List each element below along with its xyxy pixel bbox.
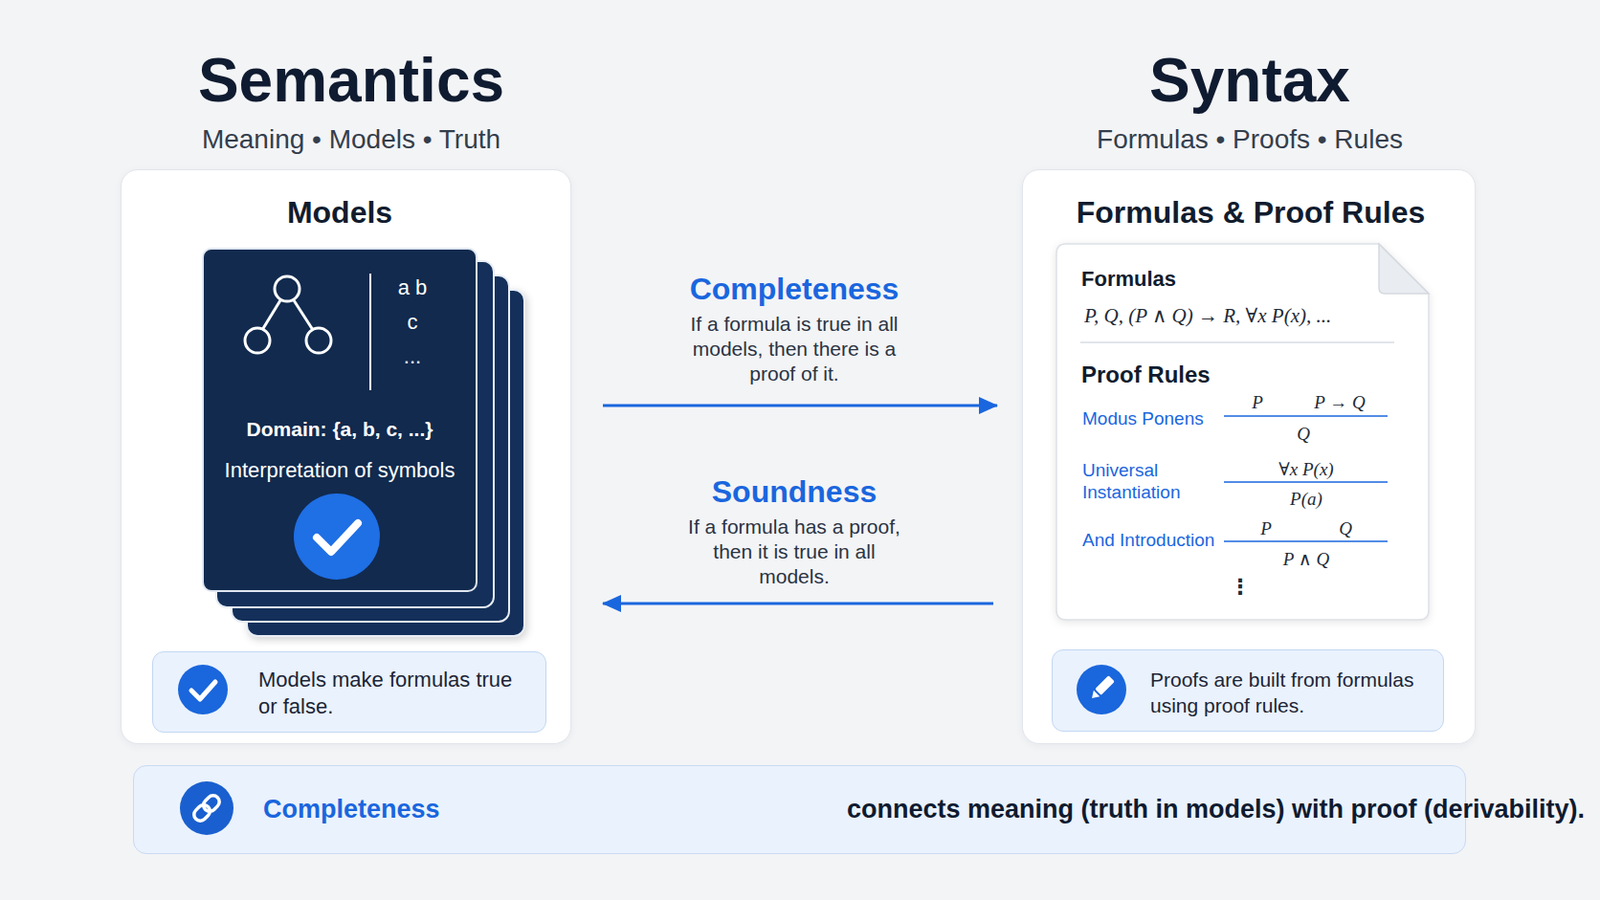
domain-elements: a b c ...: [396, 270, 429, 375]
fraction-bar: [1223, 481, 1388, 484]
model-card: a b c ... Domain: {a, b, c, ...} Interpret…: [201, 247, 478, 593]
premise: P: [1246, 517, 1286, 540]
section-subtitle: Formulas • Proofs • Rules: [1000, 124, 1499, 156]
edge-description: If a formula has a proof, then it is tru…: [686, 514, 903, 590]
fraction-bar: [1223, 540, 1388, 543]
summary-band: Completenessconnects meaning (truth in m…: [133, 765, 1467, 855]
conclusion: P ∧ Q: [1258, 548, 1355, 571]
doc-heading: Proof Rules: [1081, 361, 1292, 389]
separator-line: [1080, 341, 1395, 344]
edge-label: Completeness: [641, 270, 948, 308]
rule-name: Modus Ponens: [1082, 407, 1222, 430]
edge-label: Soundness: [641, 473, 948, 511]
arrow-connector: [602, 404, 998, 408]
keyword: Completeness: [263, 791, 840, 828]
page-shape: [1056, 244, 1429, 621]
section-title: Semantics: [102, 44, 600, 116]
rule-name: And Introduction: [1082, 529, 1222, 552]
tree-icon: [244, 276, 332, 354]
conclusion: Q: [1279, 422, 1328, 445]
rule-name: Universal Instantiation: [1082, 459, 1217, 504]
interpretation-label: Interpretation of symbols: [205, 457, 474, 485]
check-badge: [293, 493, 380, 580]
section-title: Syntax: [1000, 44, 1499, 116]
note-box: Models make formulas true or false.: [152, 651, 547, 734]
divider-line: [369, 273, 372, 391]
pencil-icon: [1076, 665, 1127, 715]
premise: P: [1233, 391, 1282, 414]
document-page: Formulas P, Q, (P ∧ Q) → R, ∀x P(x), ... P…: [1056, 244, 1429, 621]
note-text: Models make formulas true or false.: [258, 666, 529, 721]
arrow-connector: [602, 602, 994, 606]
summary-text: connects meaning (truth in models) with …: [846, 791, 1600, 828]
fraction-bar: [1223, 415, 1388, 418]
premise: ∀x P(x): [1234, 458, 1378, 481]
domain-label: Domain: {a, b, c, ...}: [205, 416, 474, 444]
syntax-panel: Formulas P, Q, (P ∧ Q) → R, ∀x P(x), ... P…: [1022, 169, 1476, 745]
document-outline: [1056, 244, 1429, 621]
premise: P → Q: [1291, 391, 1388, 414]
conclusion: P(a): [1258, 488, 1355, 511]
edge-description: If a formula is true in all models, then…: [686, 311, 903, 387]
more-ellipsis: ⋮: [1225, 575, 1255, 600]
note-box: Proofs are built from formulas using pro…: [1051, 649, 1445, 733]
panel-heading: Models: [138, 194, 541, 231]
formula-list: P, Q, (P ∧ Q) → R, ∀x P(x), ...: [1084, 303, 1415, 329]
page-fold: [1378, 244, 1429, 294]
panel-heading: Formulas & Proof Rules: [1035, 194, 1467, 231]
section-subtitle: Meaning • Models • Truth: [102, 124, 600, 156]
link-icon: [179, 781, 234, 836]
doc-heading: Formulas: [1081, 266, 1292, 292]
premise: Q: [1326, 517, 1365, 540]
check-icon: [177, 665, 228, 715]
note-text: Proofs are built from formulas using pro…: [1150, 666, 1438, 719]
semantics-panel: a b c ... Domain: {a, b, c, ...} Interpret…: [120, 169, 572, 745]
